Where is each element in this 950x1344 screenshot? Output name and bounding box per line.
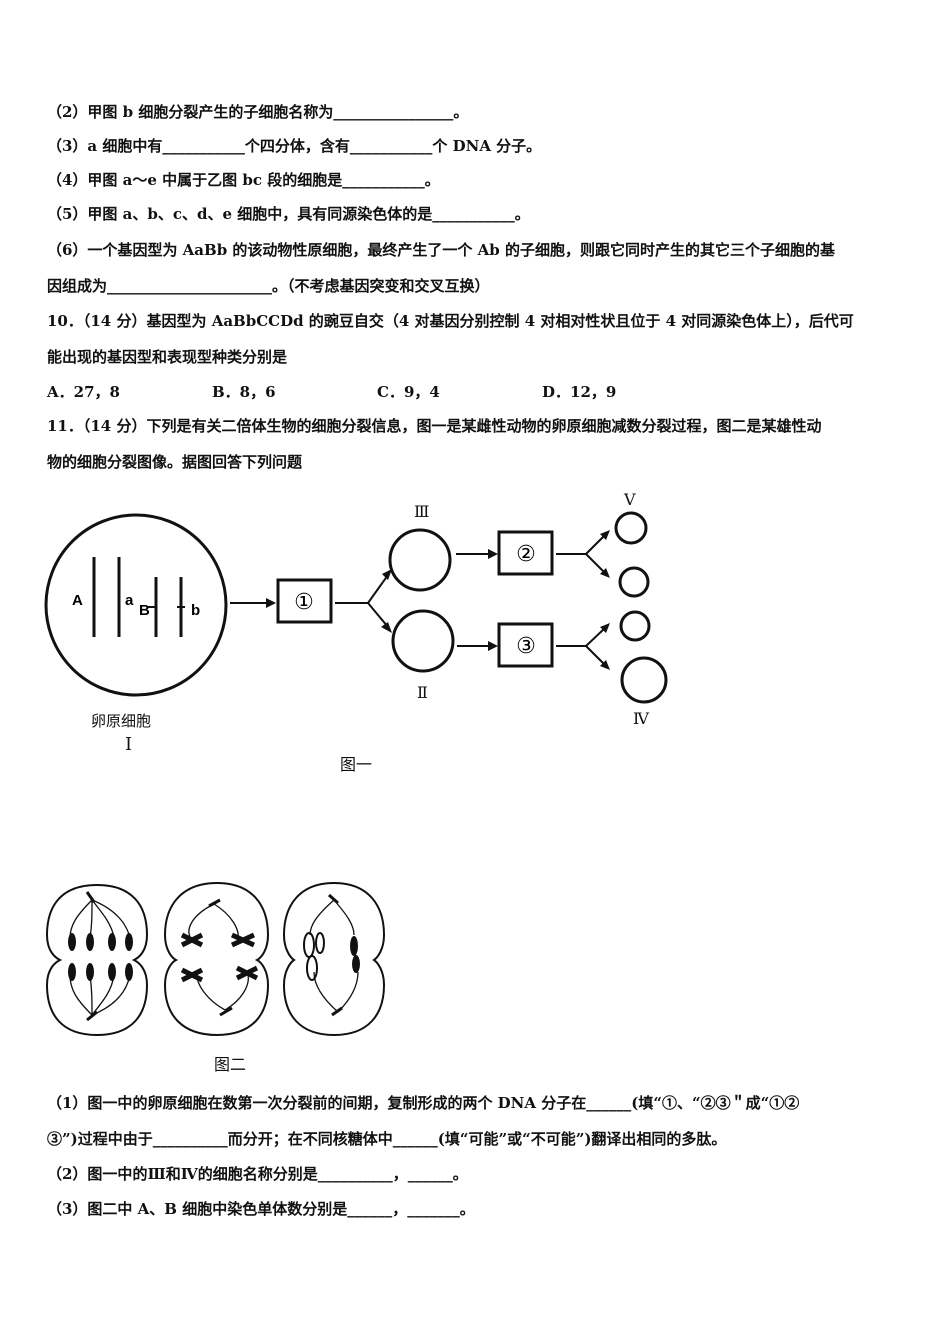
step-1-label: ①	[294, 589, 314, 614]
polar-body-3	[619, 610, 651, 642]
question-11-part1-cont: ③”)过程中由于__________而分开；在不同核糖体中______(填“可能…	[47, 1130, 727, 1148]
oogonium-caption: 卵原细胞	[91, 712, 152, 730]
step-3-label: ③	[516, 633, 536, 658]
question-11-part1: （1）图一中的卵原细胞在数第一次分裂前的间期，复制形成的两个 DNA 分子在__…	[47, 1094, 800, 1112]
question-10: 10．（14 分）基因型为 AaBbCCDd 的豌豆自交（4 对基因分别控制 4…	[47, 312, 854, 330]
oogonium-cell	[44, 513, 228, 697]
figure-1: A a B b ① ② ③	[44, 511, 668, 704]
cell-a	[45, 883, 149, 1037]
question-9-part6-cont: 因组成为______________________。（不考虑基因突变和交叉互换…	[47, 277, 490, 295]
label-IV: Ⅳ	[633, 709, 649, 728]
option-b: B．8，6	[212, 383, 276, 401]
question-11: 11．（14 分）下列是有关二倍体生物的细胞分裂信息，图一是某雌性动物的卵原细胞…	[47, 417, 822, 435]
label-V: Ⅴ	[624, 490, 636, 509]
oogonium-numeral: Ⅰ	[125, 734, 133, 755]
cell-II	[391, 609, 455, 673]
cell-IV	[620, 656, 668, 704]
question-9-part2: （2）甲图 b 细胞分裂产生的子细胞名称为________________。	[47, 103, 469, 121]
option-c: C．9，4	[377, 383, 440, 401]
figure-2	[45, 881, 386, 1037]
gene-a-label: a	[125, 592, 134, 609]
cell-III	[388, 528, 452, 592]
step-3-box	[497, 622, 554, 668]
question-9-part4: （4）甲图 a～e 中属于乙图 bc 段的细胞是___________。	[47, 171, 440, 189]
cell-V	[614, 511, 648, 545]
label-III: Ⅲ	[414, 502, 430, 521]
question-9-part5: （5）甲图 a、b、c、d、e 细胞中，具有同源染色体的是___________…	[47, 205, 530, 223]
polar-body-2	[618, 566, 650, 598]
question-10-cont: 能出现的基因型和表现型种类分别是	[47, 348, 288, 366]
option-a: A．27，8	[47, 383, 120, 401]
arrow-head	[266, 598, 276, 608]
question-9-part3: （3）a 细胞中有___________个四分体，含有___________个 …	[47, 137, 542, 155]
question-11-part3: （3）图二中 A、B 细胞中染色单体数分别是______，_______。	[47, 1200, 475, 1218]
question-9-part6: （6）一个基因型为 AaBb 的该动物性原细胞，最终产生了一个 Ab 的子细胞，…	[47, 241, 835, 259]
label-II: Ⅱ	[417, 683, 428, 702]
cell-c	[282, 881, 386, 1037]
step-2-box	[497, 530, 554, 576]
figure-2-caption: 图二	[214, 1055, 247, 1074]
gene-B-label: B	[139, 602, 150, 619]
figure-1-caption: 图一	[340, 755, 373, 774]
gene-A-label: A	[72, 592, 83, 609]
step-2-label: ②	[516, 541, 536, 566]
question-11-cont: 物的细胞分裂图像。据图回答下列问题	[47, 453, 303, 471]
gene-b-label: b	[191, 602, 200, 619]
question-11-part2: （2）图一中的Ⅲ和Ⅳ的细胞名称分别是__________，______。	[47, 1165, 468, 1183]
option-d: D．12，9	[542, 383, 617, 401]
cell-b	[163, 881, 270, 1037]
step-1-box	[276, 578, 333, 624]
